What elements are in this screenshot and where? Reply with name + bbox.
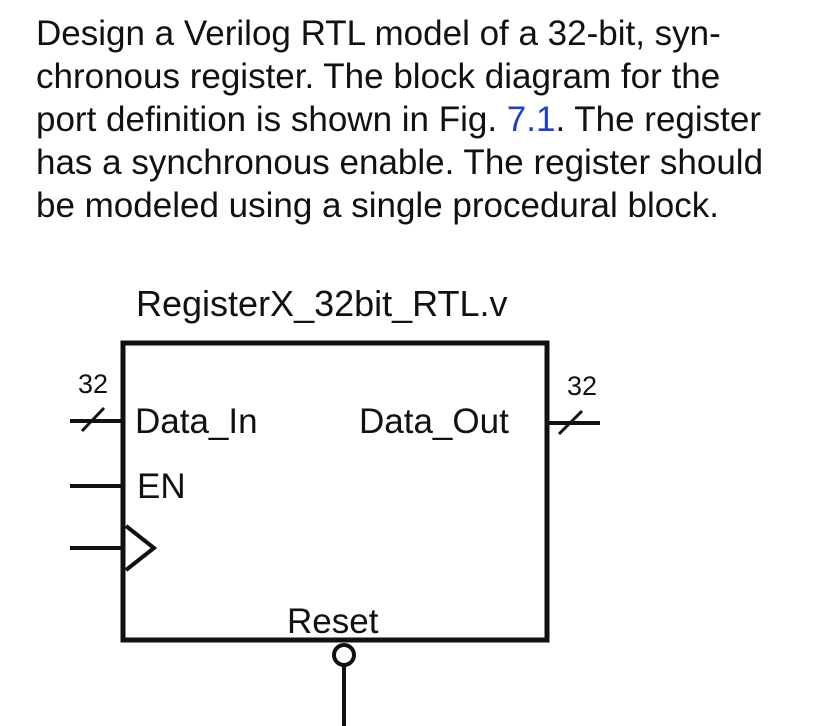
figure-reference-link[interactable]: 7.1 — [506, 100, 556, 139]
problem-line-3: port definition is shown in Fig. 7.1. Th… — [36, 98, 784, 141]
problem-line-2: chronous register. The block diagram for… — [36, 57, 721, 96]
problem-line-5: be modeled using a single procedural blo… — [36, 186, 719, 225]
reset-port-label: Reset — [287, 602, 379, 641]
data-out-bus-slash — [557, 409, 584, 436]
register-block — [120, 340, 550, 643]
data-out-bus-width: 32 — [567, 371, 597, 401]
reset-inversion-bubble — [332, 643, 356, 667]
en-port-label: EN — [137, 467, 186, 506]
problem-line-4: has a synchronous enable. The register s… — [36, 143, 764, 182]
data-out-port-label: Data_Out — [359, 402, 509, 441]
problem-line-3-end: . The register — [555, 100, 762, 139]
data-in-bus-width: 32 — [78, 369, 108, 399]
clock-edge-triangle — [124, 524, 158, 572]
problem-statement: Design a Verilog RTL model of a 32-bit, … — [36, 12, 784, 227]
data-in-port-label: Data_In — [135, 402, 258, 441]
problem-line-1: Design a Verilog RTL model of a 32-bit, … — [36, 14, 721, 53]
problem-line-3-start: port definition is shown in Fig. — [36, 100, 507, 139]
data-in-bus-slash — [80, 406, 106, 433]
module-filename: RegisterX_32bit_RTL.v — [136, 283, 508, 324]
